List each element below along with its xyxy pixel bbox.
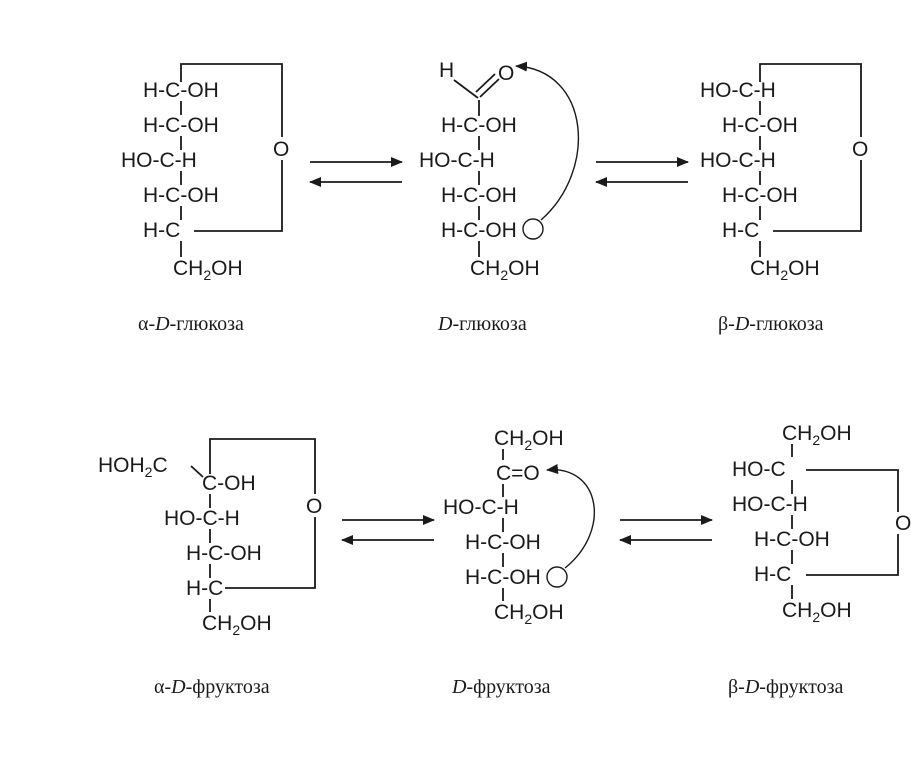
caption-beta-d-glucose: β-D-глюкоза [718,313,824,335]
open-fructose-c4: H-C-OH [465,531,541,554]
beta-glucose-c4: H-C-OH [722,184,798,207]
alpha-fructose-hoh2c: HOH2​C [98,454,168,480]
caption-alpha-d-fructose: α-D-фруктоза [154,676,270,698]
equilibrium-arrows-fructose-2 [619,515,713,545]
open-fructose-carbonyl: C=O [496,462,540,485]
alpha-fructose-c3: HO-C-H [164,507,240,530]
beta-glucose-c2: H-C-OH [722,114,798,137]
beta-fructose-ch2oh: CH2​OH [782,599,852,625]
beta-fructose-head-ch2oh: CH2​OH [782,422,852,448]
beta-fructose-c2: HO-C [732,458,786,481]
caption-beta-d-fructose: β-D-фруктоза [728,676,843,698]
alpha-glucose-c1: H-C-OH [143,79,219,102]
caption-d-glucose: D-глюкоза [437,313,527,335]
caption-d-fructose: D-фруктоза [451,676,551,698]
alpha-fructose-c4: H-C-OH [186,542,262,565]
equilibrium-arrows-fructose-1 [341,515,435,545]
caption-alpha-d-glucose: α-D-глюкоза [138,313,244,335]
beta-d-fructose-structure: CH2​OH HO-C HO-C-H H-C-OH H-C CH2​OH O [732,422,911,625]
alpha-fructose-c5: H-C [186,577,223,600]
beta-glucose-c3: HO-C-H [700,149,776,172]
beta-glucose-c5: H-C [722,219,759,242]
open-fructose-cyclization-arrow [546,464,596,569]
equilibrium-arrows-glucose-1 [309,157,403,187]
alpha-fructose-c2: C-OH [202,472,256,495]
alpha-glucose-c3: HO-C-H [121,149,197,172]
open-chain-d-glucose-structure: H O H-C-OH HO-C-H H-C-OH H-C-OH CH2​OH [419,59,580,283]
alpha-d-glucose-structure: H-C-OH H-C-OH HO-C-H H-C-OH H-C CH2​OH O [121,63,289,283]
beta-glucose-c1: HO-C-H [700,79,776,102]
open-glucose-circled-h [522,218,544,240]
open-glucose-c5: H-C-OH [441,219,517,242]
beta-glucose-ch2oh: CH2​OH [750,257,820,283]
beta-fructose-c5: H-C [754,563,791,586]
beta-fructose-c3: HO-C-H [732,493,808,516]
beta-fructose-ring-oxygen: O [895,512,911,535]
alpha-d-fructose-structure: HOH2​C C-OH HO-C-H H-C-OH H-C CH2​OH O [98,438,322,638]
open-glucose-aldehyde-h: H [439,59,454,82]
alpha-glucose-ch2oh: CH2​OH [173,257,243,283]
alpha-glucose-c4: H-C-OH [143,184,219,207]
open-fructose-ch2oh: CH2​OH [494,601,564,627]
open-glucose-ch2oh: CH2​OH [470,257,540,283]
open-fructose-c3: HO-C-H [443,496,519,519]
open-chain-d-fructose-structure: CH2​OH C=O HO-C-H H-C-OH H-C-OH CH2​OH [443,427,596,627]
open-glucose-cyclization-arrow [515,61,580,221]
beta-d-glucose-structure: HO-C-H H-C-OH HO-C-H H-C-OH H-C CH2​OH O [700,63,868,283]
beta-glucose-ring-oxygen: O [852,138,868,161]
open-fructose-circled-h [546,566,568,588]
alpha-fructose-ring-oxygen: O [306,495,322,518]
open-glucose-c2: H-C-OH [441,114,517,137]
beta-fructose-c4: H-C-OH [754,528,830,551]
open-glucose-carbonyl-oxygen: O [498,62,514,85]
alpha-glucose-ring-oxygen: O [273,138,289,161]
open-glucose-c4: H-C-OH [441,184,517,207]
open-fructose-head-ch2oh: CH2​OH [494,427,564,453]
alpha-glucose-c5: H-C [143,219,180,242]
alpha-fructose-ch2oh: CH2​OH [202,612,272,638]
open-glucose-c3: HO-C-H [419,149,495,172]
open-fructose-c5: H-C-OH [465,566,541,589]
alpha-glucose-c2: H-C-OH [143,114,219,137]
equilibrium-arrows-glucose-2 [595,157,689,187]
